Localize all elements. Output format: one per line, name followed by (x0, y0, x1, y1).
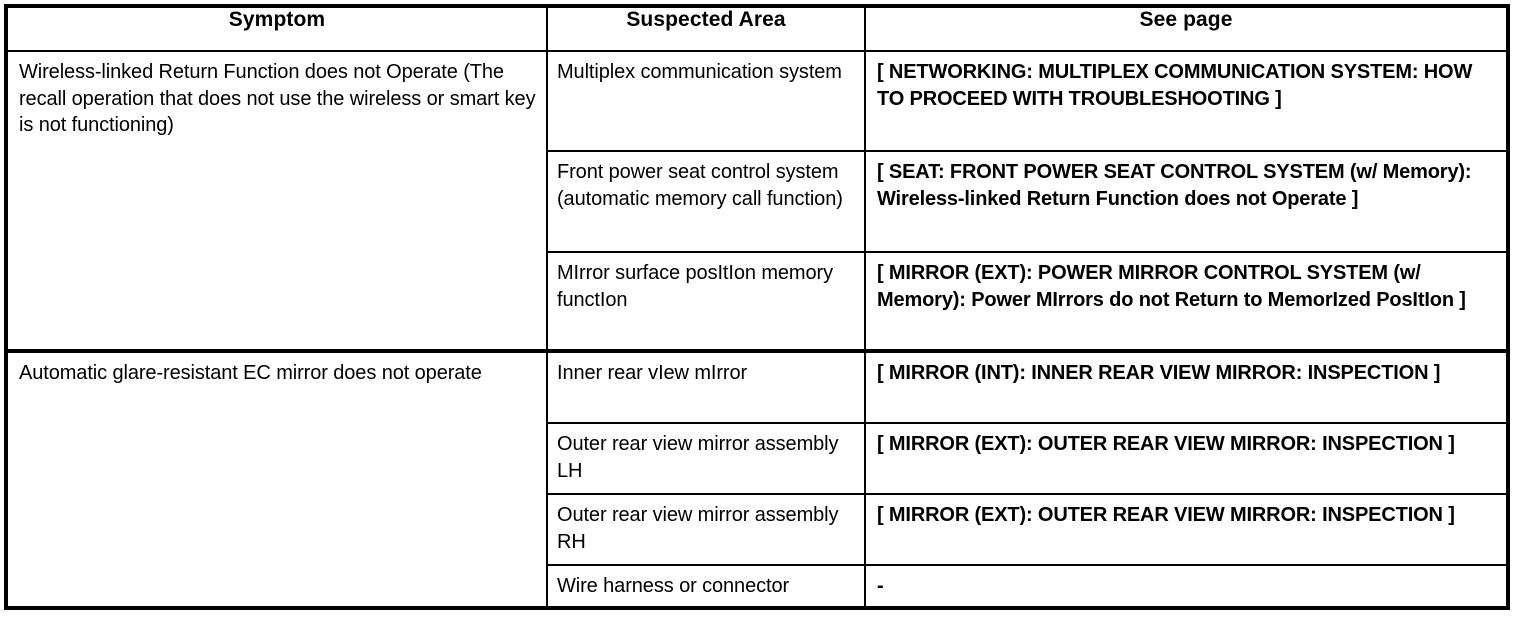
header-row: Symptom Suspected Area See page (5, 5, 1509, 52)
table-row: MIrror surface posItIon memory functIon … (6, 251, 1509, 352)
table-row: Wire harness or connector - (6, 564, 1509, 609)
table-header: Symptom Suspected Area See page (5, 5, 1509, 52)
see-page-text: [ MIRROR (INT): INNER REAR VIEW MIRROR: … (877, 362, 1441, 384)
symptom-table: Symptom Suspected Area See page Wireless… (4, 4, 1510, 610)
suspected-area-text: Multiplex communication system (557, 61, 842, 83)
table-row: Wireless-linked Return Function does not… (5, 50, 1509, 352)
see-page-text: [ MIRROR (EXT): OUTER REAR VIEW MIRROR: … (877, 433, 1455, 455)
column-header-symptom: Symptom (5, 5, 548, 52)
see-page-text: [ SEAT: FRONT POWER SEAT CONTROL SYSTEM … (877, 161, 1472, 210)
see-page-text: [ MIRROR (EXT): POWER MIRROR CONTROL SYS… (877, 262, 1466, 311)
see-page-cell: [ NETWORKING: MULTIPLEX COMMUNICATION SY… (864, 50, 1509, 152)
see-page-cell: [ MIRROR (EXT): OUTER REAR VIEW MIRROR: … (864, 422, 1509, 495)
table-body: Wireless-linked Return Function does not… (5, 50, 1509, 609)
see-page-cell: [ SEAT: FRONT POWER SEAT CONTROL SYSTEM … (864, 150, 1509, 253)
suspected-area-cell: Inner rear vIew mIrror (546, 349, 866, 424)
suspected-area-cell: Outer rear view mirror assembly LH (546, 422, 866, 495)
suspected-area-cell: Front power seat control system (automat… (546, 150, 866, 253)
see-page-text: [ NETWORKING: MULTIPLEX COMMUNICATION SY… (877, 61, 1473, 110)
see-page-cell: - (864, 564, 1509, 609)
symptom-cell-group-2: Automatic glare-resistant EC mirror does… (5, 349, 548, 609)
column-header-see-page: See page (864, 5, 1509, 52)
column-header-suspected-area: Suspected Area (546, 5, 866, 52)
table-row: Outer rear view mirror assembly LH [ MIR… (6, 422, 1509, 495)
see-page-text: [ MIRROR (EXT): OUTER REAR VIEW MIRROR: … (877, 504, 1455, 526)
symptom-cell-group-1: Wireless-linked Return Function does not… (5, 50, 548, 352)
see-page-text: - (877, 575, 884, 597)
suspected-area-text: MIrror surface posItIon memory functIon (557, 262, 833, 311)
suspected-area-cell: Wire harness or connector (546, 564, 866, 609)
table-row: Front power seat control system (automat… (6, 150, 1509, 253)
see-page-cell: [ MIRROR (INT): INNER REAR VIEW MIRROR: … (864, 349, 1509, 424)
suspected-area-cell: Outer rear view mirror assembly RH (546, 493, 866, 566)
suspected-area-text: Front power seat control system (automat… (557, 161, 843, 210)
table-row: Automatic glare-resistant EC mirror does… (5, 349, 1509, 609)
suspected-area-text: Wire harness or connector (557, 575, 790, 597)
symptom-text: Wireless-linked Return Function does not… (19, 61, 536, 137)
suspected-area-cell: Multiplex communication system (546, 50, 866, 152)
see-page-cell: [ MIRROR (EXT): POWER MIRROR CONTROL SYS… (864, 251, 1509, 352)
symptom-text: Automatic glare-resistant EC mirror does… (19, 362, 482, 384)
table-row: Outer rear view mirror assembly RH [ MIR… (6, 493, 1509, 566)
see-page-cell: [ MIRROR (EXT): OUTER REAR VIEW MIRROR: … (864, 493, 1509, 566)
suspected-area-text: Outer rear view mirror assembly RH (557, 504, 839, 553)
suspected-area-text: Inner rear vIew mIrror (557, 362, 748, 384)
suspected-area-cell: MIrror surface posItIon memory functIon (546, 251, 866, 352)
suspected-area-text: Outer rear view mirror assembly LH (557, 433, 839, 482)
